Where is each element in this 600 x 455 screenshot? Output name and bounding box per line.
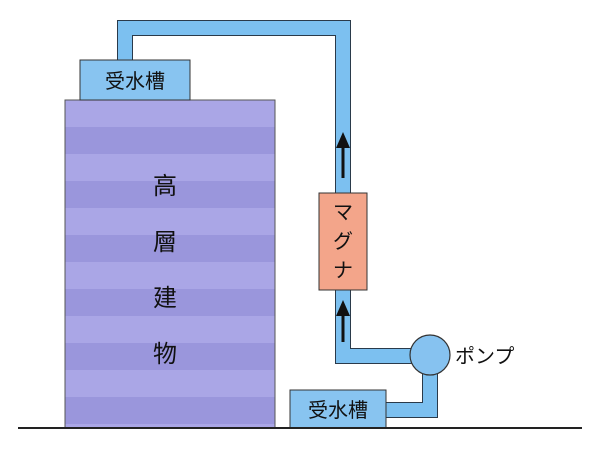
building-stripe [65,181,275,208]
magna-box [318,192,368,291]
high-rise-building [64,99,276,429]
upper-tank-box [79,59,191,101]
pump-circle [409,334,451,376]
pump: ポンプ [409,334,514,376]
building-stripe [65,235,275,262]
pump-label: ポンプ [455,344,514,368]
lower-tank-label: 受水槽 [308,398,368,422]
building-label-char: 建 [153,284,177,312]
magna-label-char: ナ [333,258,353,282]
building-label: 高 層 建 物 [153,172,177,368]
magna-label-char: グ [333,229,353,253]
building-label-char: 層 [153,228,177,256]
building-stripe [65,127,275,154]
flow-arrow-lower [336,300,350,342]
upper-tank-label: 受水槽 [105,69,165,93]
magna-device: マ グ ナ [318,192,368,291]
lower-water-tank: 受水槽 [289,389,387,429]
building-stripe [65,397,275,424]
supply-pipe-upper [118,21,350,193]
building-stripe [65,343,275,370]
lower-tank-box [289,389,387,429]
building-label-char: 高 [153,172,177,200]
supply-pipe-lower [336,290,413,363]
supply-pipe-pump-to-tank [385,370,437,417]
upper-water-tank: 受水槽 [79,59,191,101]
magna-label-char: マ [333,200,353,224]
building-label-char: 物 [153,340,177,368]
building-body [64,99,276,429]
pipe-outline [335,290,413,364]
flow-arrow-upper [336,132,350,178]
building-stripe [65,289,275,316]
